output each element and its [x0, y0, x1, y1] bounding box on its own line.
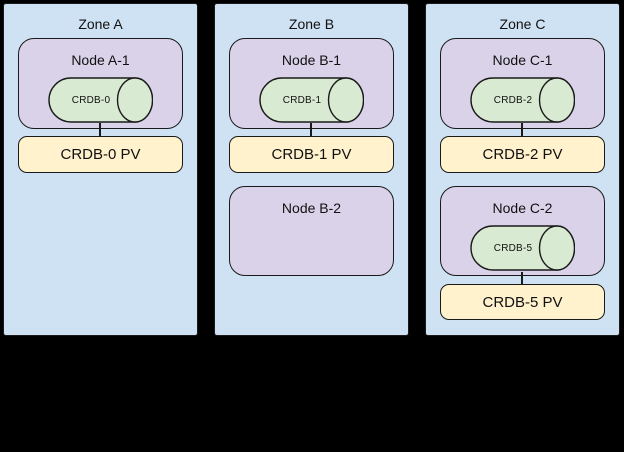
- zone-a-label: Zone A: [78, 16, 123, 32]
- crdb-0-pv-label: CRDB-0 PV: [60, 146, 141, 163]
- crdb-0-database: CRDB-0: [47, 77, 153, 123]
- node-c-1-label: Node C-1: [492, 52, 553, 68]
- connector-node-c2-to-pv: [521, 272, 523, 284]
- database-cylinder-icon: [470, 225, 575, 271]
- crdb-5-database: CRDB-5: [469, 225, 575, 271]
- zone-b-label: Zone B: [288, 16, 335, 32]
- zone-c-label: Zone C: [499, 16, 546, 32]
- node-a-1-label: Node A-1: [71, 52, 130, 68]
- zone-a: Zone A Node A-1 CRDB-0 CRDB-0 PV: [3, 3, 198, 336]
- node-b-2-label: Node B-2: [281, 200, 342, 216]
- crdb-1-label: CRDB-1: [282, 94, 322, 106]
- node-c-1: Node C-1 CRDB-2: [440, 38, 605, 129]
- node-c-2: Node C-2 CRDB-5: [440, 186, 605, 276]
- database-cylinder-icon: [259, 77, 364, 123]
- crdb-5-label: CRDB-5: [493, 242, 533, 254]
- crdb-1-pv-label: CRDB-1 PV: [271, 146, 352, 163]
- crdb-1-database: CRDB-1: [258, 77, 364, 123]
- node-b-1-label: Node B-1: [281, 52, 342, 68]
- connector-node-a1-to-pv: [99, 123, 101, 136]
- zone-b: Zone B Node B-1 CRDB-1 CRDB-1 PV Node B-…: [214, 3, 409, 336]
- database-cylinder-icon: [48, 77, 153, 123]
- crdb-5-pv: CRDB-5 PV: [440, 284, 605, 320]
- connector-node-c1-to-pv: [521, 123, 523, 136]
- crdb-2-pv-label: CRDB-2 PV: [482, 146, 563, 163]
- node-a-1: Node A-1 CRDB-0: [18, 38, 183, 129]
- node-c-2-label: Node C-2: [492, 200, 553, 216]
- zone-c: Zone C Node C-1 CRDB-2 CRDB-2 PV Node C-…: [425, 3, 620, 336]
- crdb-2-pv: CRDB-2 PV: [440, 136, 605, 173]
- crdb-0-label: CRDB-0: [71, 94, 111, 106]
- crdb-5-pv-label: CRDB-5 PV: [482, 293, 563, 311]
- crdb-1-pv: CRDB-1 PV: [229, 136, 394, 173]
- database-cylinder-icon: [470, 77, 575, 123]
- crdb-0-pv: CRDB-0 PV: [18, 136, 183, 173]
- connector-node-b1-to-pv: [310, 123, 312, 136]
- crdb-2-label: CRDB-2: [493, 94, 533, 106]
- node-b-1: Node B-1 CRDB-1: [229, 38, 394, 129]
- crdb-2-database: CRDB-2: [469, 77, 575, 123]
- node-b-2: Node B-2: [229, 186, 394, 276]
